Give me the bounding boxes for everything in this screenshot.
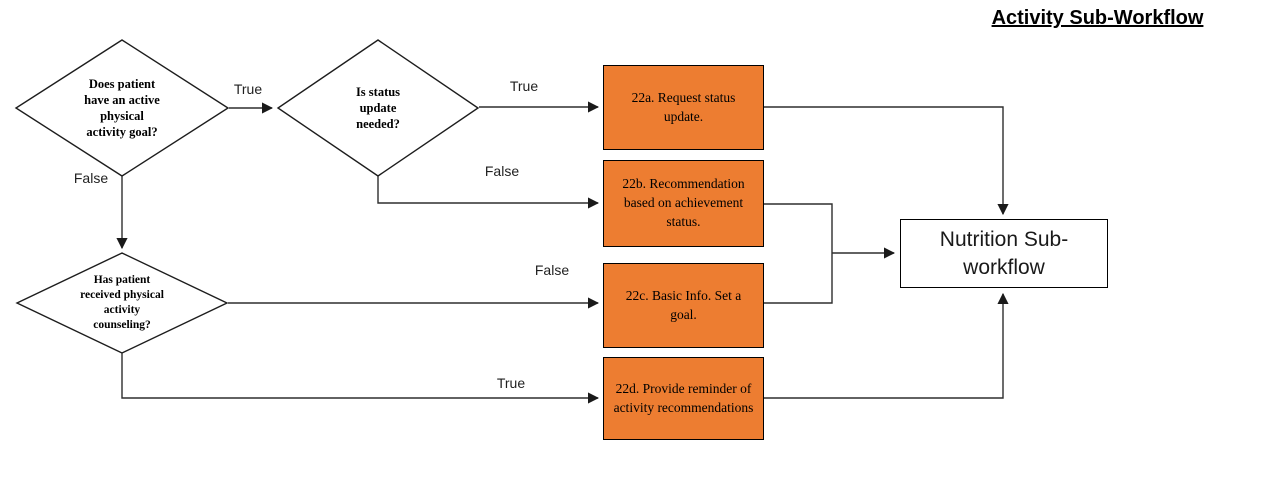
process-22b-label: 22b. Recommendation based on achievement…	[622, 176, 745, 229]
edge-label-goal-false: False	[73, 170, 109, 186]
decision-active-goal-label: Does patient have an active physical act…	[84, 76, 160, 140]
connector-status-false	[377, 176, 600, 209]
edge-label-status-true: True	[509, 78, 539, 94]
connector-22b-22c-bracket	[764, 203, 833, 304]
process-22d-label: 22d. Provide reminder of activity recomm…	[613, 380, 754, 415]
terminal-nutrition-sub-workflow: Nutrition Sub-workflow	[900, 219, 1108, 288]
edge-label-goal-true: True	[233, 81, 263, 97]
process-22c-label: 22c. Basic Info. Set a goal.	[625, 287, 742, 322]
terminal-label: Nutrition Sub-workflow	[939, 228, 1069, 279]
decision-status-update-label: Is status update needed?	[355, 84, 401, 132]
decision-received-counseling-label: Has patient received physical activity c…	[80, 274, 164, 331]
edge-label-counseling-false: False	[534, 262, 570, 278]
process-22b-recommendation: 22b. Recommendation based on achievement…	[603, 160, 764, 247]
process-22c-basic-info-set-goal: 22c. Basic Info. Set a goal.	[603, 263, 764, 348]
connector-22d-to-terminal	[764, 292, 1009, 399]
edge-label-counseling-true: True	[496, 375, 526, 391]
page-title: Activity Sub-Workflow	[991, 7, 1204, 29]
connector-22a-to-terminal	[764, 106, 1009, 216]
process-22a-request-status-update: 22a. Request status update.	[603, 65, 764, 150]
process-22a-label: 22a. Request status update.	[631, 89, 736, 124]
process-22d-provide-reminder: 22d. Provide reminder of activity recomm…	[603, 357, 764, 440]
edge-label-status-false: False	[484, 163, 520, 179]
